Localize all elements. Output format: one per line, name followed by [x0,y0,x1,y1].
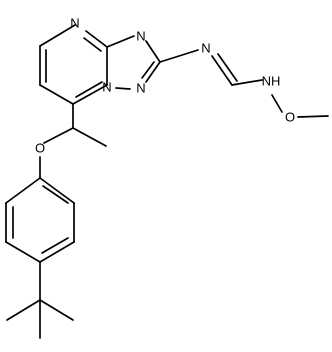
bond-cq-me2 [6,299,41,321]
bond-c6-n1 [85,30,108,48]
atom-n-triazole-right: N [136,28,145,43]
bond-lines [5,24,329,339]
bond-n9-n10 [115,87,131,90]
bond-c8-n9 [145,61,161,83]
atom-o-ether: O [35,140,45,155]
bond-ar1-ar2 [39,177,75,204]
bond-ar6-ar1 [5,177,41,204]
bond-c6-n1-inner [83,37,102,52]
atom-nh: NH [262,73,281,88]
atom-labels: N N N N N NH O O [35,15,295,155]
bond-cq-me1 [39,299,74,321]
bond-n7-c8 [145,40,161,63]
bond-ch-nh [231,79,263,86]
atom-n-imine: N [201,40,210,55]
bond-ar3-ar4 [39,241,75,263]
bond-nh-o [271,94,283,113]
atom-o-methoxy: O [285,109,295,124]
bond-c4-c5-inner [75,81,103,98]
bond-o-ch3 [297,115,329,118]
bond-ar1-ar2-inner [42,185,69,204]
bond-c6-n7 [106,35,135,48]
atom-n-pyrimidine-top: N [70,15,79,30]
bond-ch-oether [43,127,74,144]
atom-n-triazole-bottom: N [136,80,145,95]
bond-ar3-ar4-inner [41,237,69,254]
bond-c8-nimine [159,49,199,63]
bond-n1-c2 [39,24,76,47]
bond-c4-c5 [72,84,108,105]
bond-nimine-ch-inner [217,53,238,82]
bond-nimine-ch [211,55,233,86]
atom-n-bridgehead: N [102,79,111,94]
bond-c8-n9-inner [141,61,155,79]
bond-ch-methyl [72,127,107,147]
bond-c3-c4 [39,84,74,105]
bond-ar4-ar5 [5,241,41,263]
